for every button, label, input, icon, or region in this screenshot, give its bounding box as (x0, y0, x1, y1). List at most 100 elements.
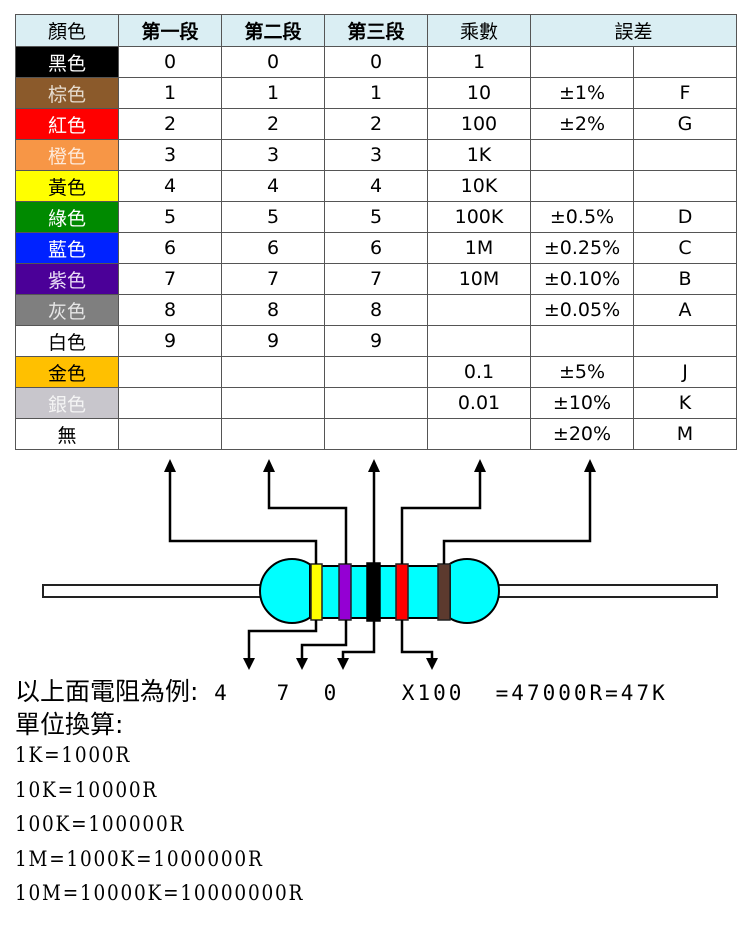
third-band-cell: 1 (324, 77, 428, 109)
tolerance-code-cell (632, 325, 738, 357)
tolerance-code-cell (632, 139, 738, 171)
first-band-cell: 3 (118, 139, 222, 171)
multiplier-cell (427, 418, 531, 450)
band-yellow (310, 563, 323, 621)
tolerance-cell (530, 139, 634, 171)
second-band-cell: 1 (221, 77, 325, 109)
first-band-cell (118, 356, 222, 388)
second-band-cell: 7 (221, 263, 325, 295)
arrow-down-first-digit (247, 620, 318, 660)
header-second-band: 第二段 (221, 14, 325, 47)
first-band-cell (118, 418, 222, 450)
color-name-cell: 綠色 (15, 201, 119, 233)
color-name-cell: 紫色 (15, 263, 119, 295)
color-name-cell: 棕色 (15, 77, 119, 109)
third-band-cell: 7 (324, 263, 428, 295)
second-band-cell: 3 (221, 139, 325, 171)
third-band-cell: 6 (324, 232, 428, 264)
header-third-band: 第三段 (324, 14, 428, 47)
tolerance-cell: ±0.05% (530, 294, 634, 326)
second-band-cell (221, 418, 325, 450)
third-band-cell: 2 (324, 108, 428, 140)
second-band-cell: 8 (221, 294, 325, 326)
third-band-cell: 9 (324, 325, 428, 357)
tolerance-code-cell: K (632, 387, 738, 419)
resistor-diagram (42, 459, 718, 670)
tolerance-cell: ±1% (530, 77, 634, 109)
color-name-cell: 藍色 (15, 232, 119, 264)
third-band-cell (324, 356, 428, 388)
tolerance-code-cell (632, 170, 738, 202)
second-band-cell (221, 356, 325, 388)
tolerance-cell: ±10% (530, 387, 634, 419)
color-name-cell: 黃色 (15, 170, 119, 202)
tolerance-cell (530, 46, 634, 78)
arrow-up-multiplier (400, 470, 482, 564)
unit-conversion-list: 1K=1000R 10K=10000R 100K=100000R 1M=1000… (15, 738, 344, 911)
color-name-cell: 橙色 (15, 139, 119, 171)
multiplier-cell: 10M (427, 263, 531, 295)
first-band-cell (118, 387, 222, 419)
arrow-up-tolerance (442, 470, 592, 564)
band-red (395, 563, 409, 621)
tolerance-cell: ±2% (530, 108, 634, 140)
tolerance-cell: ±0.25% (530, 232, 634, 264)
third-band-cell: 5 (324, 201, 428, 233)
table-row: 無±20%M (15, 418, 738, 450)
multiplier-cell: 1 (427, 46, 531, 78)
table-header-row: 顏色 第一段 第二段 第三段 乘數 誤差 (15, 14, 738, 47)
tolerance-code-cell: D (632, 201, 738, 233)
first-band-cell: 9 (118, 325, 222, 357)
first-band-cell: 7 (118, 263, 222, 295)
conversion-line: 1M=1000K=1000000R (15, 846, 264, 871)
tolerance-cell: ±0.10% (530, 263, 634, 295)
multiplier-cell: 100 (427, 108, 531, 140)
first-band-cell: 2 (118, 108, 222, 140)
third-band-cell: 8 (324, 294, 428, 326)
band-black (366, 562, 381, 622)
third-band-cell (324, 418, 428, 450)
conversion-line: 100K=100000R (15, 812, 186, 836)
third-band-cell: 3 (324, 139, 428, 171)
tolerance-cell: ±0.5% (530, 201, 634, 233)
color-name-cell: 金色 (15, 356, 119, 388)
example-digits: 4 7 0 X100 =47000R=47K (198, 681, 668, 705)
multiplier-cell: 100K (427, 201, 531, 233)
tolerance-code-cell: J (632, 356, 738, 388)
arrow-down-third-digit (341, 621, 376, 660)
first-band-cell: 0 (118, 46, 222, 78)
color-name-cell: 白色 (15, 325, 119, 357)
third-band-cell: 4 (324, 170, 428, 202)
multiplier-cell: 1M (427, 232, 531, 264)
third-band-cell (324, 387, 428, 419)
first-band-cell: 6 (118, 232, 222, 264)
arrow-down-second-digit (300, 620, 348, 660)
tolerance-cell (530, 170, 634, 202)
arrow-down-multiplier (400, 620, 434, 660)
band-brown (437, 563, 451, 621)
color-name-cell: 灰色 (15, 294, 119, 326)
tolerance-code-cell: A (632, 294, 738, 326)
tolerance-code-cell (632, 46, 738, 78)
arrow-up-first-band (168, 470, 318, 564)
third-band-cell: 0 (324, 46, 428, 78)
tolerance-cell (530, 325, 634, 357)
color-name-cell: 無 (15, 418, 119, 450)
color-name-cell: 紅色 (15, 108, 119, 140)
multiplier-cell: 1K (427, 139, 531, 171)
example-calculation: 以上面電阻為例: 4 7 0 X100 =47000R=47K (15, 672, 668, 708)
header-color: 顏色 (15, 14, 119, 47)
